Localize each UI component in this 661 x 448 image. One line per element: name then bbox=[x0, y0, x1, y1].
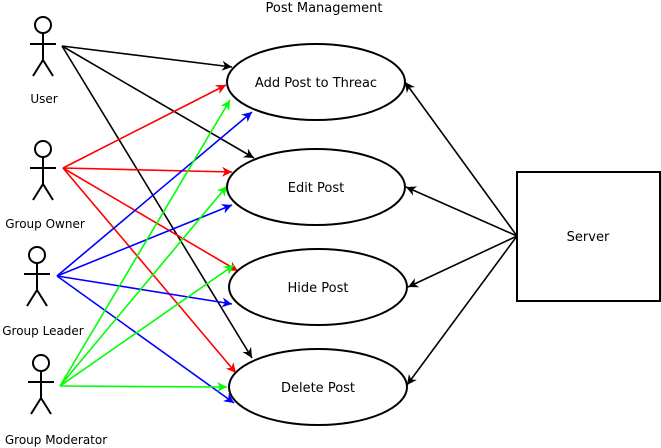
use-case-label: Delete Post bbox=[281, 381, 355, 396]
association-arrow-server-edit bbox=[405, 186, 518, 237]
actor-user[interactable] bbox=[30, 16, 56, 77]
association-arrow-user-add bbox=[61, 45, 233, 71]
association-arrow-owner-hide bbox=[62, 167, 239, 272]
association-arrow-moderator-add bbox=[59, 99, 231, 387]
use-case-edit-post[interactable]: Edit Post bbox=[226, 148, 406, 226]
association-arrow-owner-edit bbox=[62, 166, 233, 177]
association-arrow-owner-delete bbox=[62, 167, 237, 374]
server-node[interactable]: Server bbox=[516, 171, 661, 302]
use-case-label: Edit Post bbox=[288, 181, 345, 196]
association-arrow-leader-add bbox=[56, 111, 253, 277]
use-case-hide-post[interactable]: Hide Post bbox=[228, 248, 408, 326]
actor-label-group-owner: Group Owner bbox=[5, 217, 85, 231]
association-arrow-owner-add bbox=[62, 84, 227, 169]
actor-head-icon bbox=[34, 16, 52, 34]
association-arrow-server-hide bbox=[407, 235, 518, 288]
actor-label-user: User bbox=[30, 92, 57, 106]
association-edges bbox=[56, 45, 518, 404]
use-case-label: Hide Post bbox=[288, 281, 349, 296]
association-arrow-moderator-hide bbox=[59, 264, 235, 387]
association-arrow-leader-hide bbox=[56, 275, 233, 308]
server-label: Server bbox=[567, 230, 610, 245]
association-arrow-moderator-edit bbox=[59, 185, 228, 387]
diagram-title: Post Management bbox=[266, 1, 383, 16]
actor-group-leader[interactable] bbox=[24, 246, 50, 307]
association-arrow-user-delete bbox=[61, 45, 253, 359]
association-arrow-server-delete bbox=[406, 235, 518, 386]
actor-group-moderator[interactable] bbox=[28, 354, 54, 415]
use-case-label: Add Post to Threac bbox=[255, 76, 377, 91]
association-arrow-leader-edit bbox=[56, 204, 233, 277]
association-arrow-leader-delete bbox=[56, 275, 235, 404]
actor-head-icon bbox=[28, 246, 46, 264]
use-case-delete-post[interactable]: Delete Post bbox=[228, 348, 408, 426]
actor-label-group-moderator: Group Moderator bbox=[5, 433, 107, 447]
actor-head-icon bbox=[34, 140, 52, 158]
use-case-add-post[interactable]: Add Post to Threac bbox=[226, 43, 406, 121]
association-arrow-user-edit bbox=[61, 45, 255, 159]
association-arrow-server-add bbox=[404, 81, 518, 237]
actor-group-owner[interactable] bbox=[30, 140, 56, 201]
association-arrow-moderator-delete bbox=[59, 381, 228, 392]
actor-label-group-leader: Group Leader bbox=[2, 324, 84, 338]
actor-head-icon bbox=[32, 354, 50, 372]
